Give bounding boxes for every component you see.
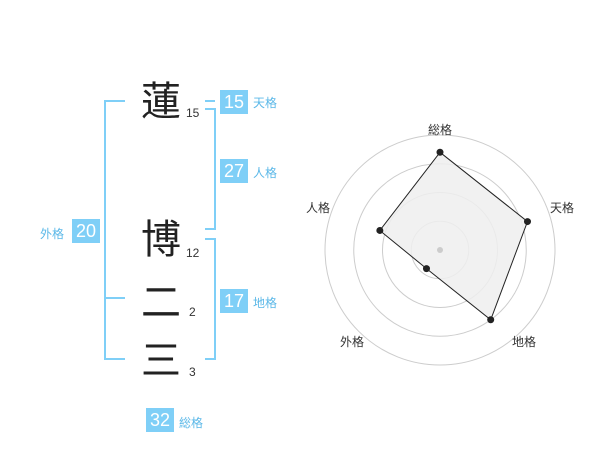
chikaku-bracket — [205, 238, 216, 360]
radar-ring-4 — [324, 134, 556, 366]
radar-center-dot — [437, 247, 443, 253]
axis-label-soukaku: 総格 — [428, 122, 452, 137]
jinkaku-label: 人格 — [253, 166, 278, 180]
axis-label-chikaku: 地格 — [512, 334, 536, 349]
radar-point-2 — [487, 316, 495, 324]
soukaku-badge: 32 — [146, 408, 174, 432]
tenkaku-badge: 15 — [220, 90, 248, 114]
axis-label-tenkaku: 天格 — [550, 200, 574, 215]
radar-point-0 — [436, 148, 444, 156]
character-4-strokes: 3 — [189, 365, 196, 379]
radar-point-3 — [422, 265, 430, 273]
axis-label-jinkaku: 人格 — [306, 200, 330, 215]
chikaku-badge: 17 — [220, 289, 248, 313]
character-2-strokes: 12 — [186, 246, 200, 260]
character-2: 博 — [141, 217, 181, 263]
character-3: 二 — [141, 280, 181, 326]
character-1-strokes: 15 — [186, 106, 200, 120]
chikaku-label: 地格 — [253, 296, 278, 310]
radar-point-1 — [523, 218, 531, 226]
jinkaku-badge: 27 — [220, 159, 248, 183]
radar-points — [376, 148, 531, 324]
gaikaku-bracket — [104, 100, 125, 360]
soukaku-label: 総格 — [179, 416, 204, 430]
character-1: 蓮 — [141, 79, 181, 125]
character-3-strokes: 2 — [189, 305, 196, 319]
tenkaku-label: 天格 — [253, 96, 278, 110]
radar-shape — [379, 151, 529, 321]
radar-point-4 — [376, 226, 384, 234]
character-4: 三 — [141, 338, 181, 384]
gaikaku-badge: 20 — [72, 219, 100, 243]
axis-label-gaikaku: 外格 — [340, 334, 364, 349]
jinkaku-bracket — [205, 108, 216, 230]
gaikaku-label: 外格 — [40, 227, 65, 241]
